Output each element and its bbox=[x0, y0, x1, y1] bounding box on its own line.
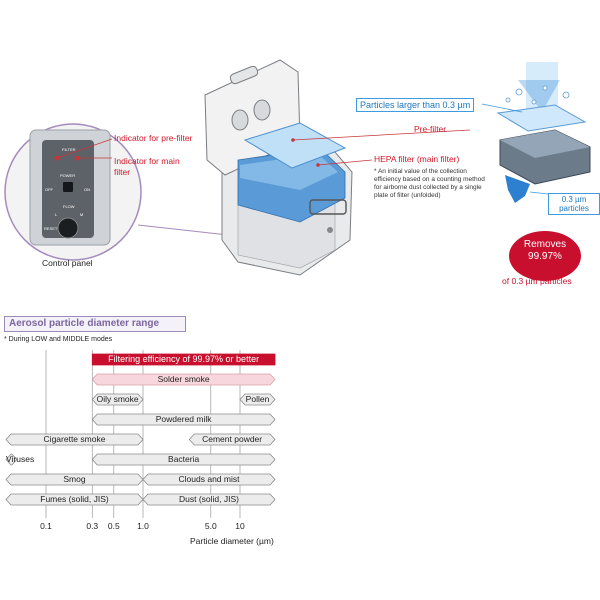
cp-on-text: ON bbox=[84, 187, 90, 192]
flow-dial[interactable] bbox=[57, 217, 79, 239]
range-bar bbox=[142, 473, 276, 486]
control-panel-caption: Control panel bbox=[42, 258, 93, 268]
range-bar bbox=[239, 393, 276, 406]
range-bar-label: Clouds and mist bbox=[178, 474, 240, 484]
range-bar-label: Pollen bbox=[245, 394, 270, 404]
range-bar-label: Powdered milk bbox=[155, 414, 212, 424]
range-bar-label: Oily smoke bbox=[96, 394, 139, 404]
range-chart bbox=[5, 350, 276, 518]
range-bar bbox=[91, 353, 276, 366]
range-bar-label: Smog bbox=[63, 474, 86, 484]
range-bar-label: Viruses bbox=[6, 454, 35, 464]
cp-reset-text: RESET bbox=[44, 226, 58, 231]
range-chart-note: * During LOW and MIDDLE modes bbox=[4, 336, 113, 343]
power-switch[interactable] bbox=[63, 182, 73, 192]
removes-line2: 99.97% bbox=[528, 251, 562, 262]
range-bar-label: Filtering efficiency of 99.97% or better bbox=[108, 354, 260, 364]
unit-body bbox=[204, 59, 353, 276]
particles-03-label: 0.3 µm particles bbox=[548, 193, 600, 215]
tick-label: 1.0 bbox=[137, 521, 149, 531]
tick-label: 0.3 bbox=[86, 521, 99, 531]
x-axis-label: Particle diameter (µm) bbox=[190, 536, 274, 546]
tick-label: 0.5 bbox=[107, 521, 120, 531]
product-illustration: FILTER POWER OFF ON FLOW L M RESET bbox=[4, 59, 591, 276]
range-bar-label: Cement powder bbox=[202, 434, 263, 444]
range-bar bbox=[5, 433, 144, 446]
filter-diagram bbox=[481, 62, 591, 203]
prefilter-label: Pre-filter bbox=[414, 124, 447, 134]
range-chart-title: Aerosol particle diameter range bbox=[4, 316, 186, 332]
indicator-mainfilter-label: Indicator for main filter bbox=[114, 156, 180, 177]
tick-label: 5.0 bbox=[204, 521, 217, 531]
efficiency-footnote: * An initial value of the collection eff… bbox=[374, 168, 485, 199]
range-bar bbox=[5, 453, 18, 466]
cp-flow-text: FLOW bbox=[63, 204, 75, 209]
range-bar bbox=[91, 393, 144, 406]
removes-line3: of 0.3 µm particles bbox=[502, 276, 572, 286]
cp-m-text: M bbox=[80, 212, 83, 217]
removes-badge: Removes 99.97% bbox=[509, 231, 581, 281]
tick-label: 10 bbox=[235, 521, 245, 531]
range-bar bbox=[91, 373, 276, 386]
tick-label: 0.1 bbox=[40, 521, 52, 531]
range-bar bbox=[91, 453, 276, 466]
particles-larger-label: Particles larger than 0.3 µm bbox=[356, 98, 475, 112]
cp-filter-text: FILTER bbox=[62, 147, 76, 152]
indicator-prefilter-label: Indicator for pre-filter bbox=[114, 133, 193, 143]
range-bar-label: Bacteria bbox=[168, 454, 200, 464]
removes-line1: Removes bbox=[523, 239, 567, 250]
range-chart-labels: Filtering efficiency of 99.97% or better… bbox=[0, 350, 600, 600]
range-bar bbox=[91, 413, 276, 426]
range-bar-label: Fumes (solid, JIS) bbox=[40, 494, 109, 504]
cp-off-text: OFF bbox=[45, 187, 54, 192]
range-bar bbox=[142, 493, 276, 506]
control-panel-zoom bbox=[4, 123, 142, 261]
hepa-label: HEPA filter (main filter) bbox=[374, 154, 460, 164]
range-bar bbox=[188, 433, 276, 446]
range-bar-label: Solder smoke bbox=[157, 374, 210, 384]
cp-power-text: POWER bbox=[60, 173, 75, 178]
cp-l-text: L bbox=[55, 212, 58, 217]
range-bar-label: Cigarette smoke bbox=[43, 434, 106, 444]
range-bar-label: Dust (solid, JIS) bbox=[179, 494, 239, 504]
